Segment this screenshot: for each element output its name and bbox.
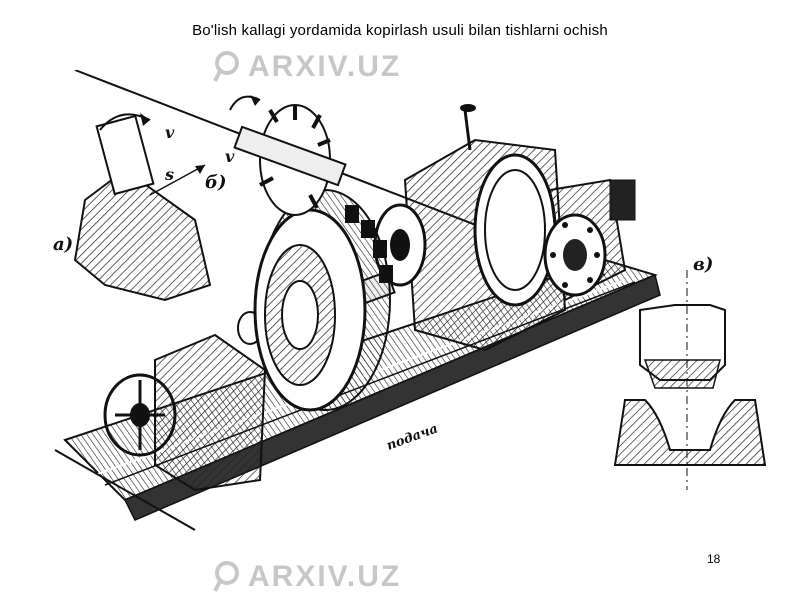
label-velocity-2: v xyxy=(225,147,235,166)
page-number: 18 xyxy=(707,552,721,566)
watermark-text: ARXIV.UZ xyxy=(248,50,402,83)
detail-a-cutter xyxy=(73,113,212,302)
slide-title: Bo'lish kallagi yordamida kopirlash usul… xyxy=(192,22,608,39)
machine-illustration: a) б) в) v v s подача xyxy=(45,69,775,550)
milling-cutter xyxy=(229,95,347,216)
label-b: б) xyxy=(205,172,227,193)
watermark-logo-icon xyxy=(213,51,239,82)
detail-v-profile xyxy=(613,270,767,490)
watermark-logo-icon xyxy=(213,561,239,592)
dividing-head xyxy=(403,104,636,352)
label-v: в) xyxy=(693,254,713,275)
label-feed-s: s xyxy=(164,165,174,184)
machine-drawing: a) б) в) v v s подача xyxy=(53,69,767,531)
watermark-top: ARXIV.UZ xyxy=(212,50,401,84)
workpiece-gear xyxy=(253,189,393,412)
watermark-bottom: ARXIV.UZ xyxy=(212,560,401,594)
watermark-text: ARXIV.UZ xyxy=(248,560,402,593)
label-velocity-1: v xyxy=(165,123,175,142)
label-a: a) xyxy=(53,234,73,255)
tailstock xyxy=(103,333,267,492)
label-bed-text: подача xyxy=(385,421,440,453)
